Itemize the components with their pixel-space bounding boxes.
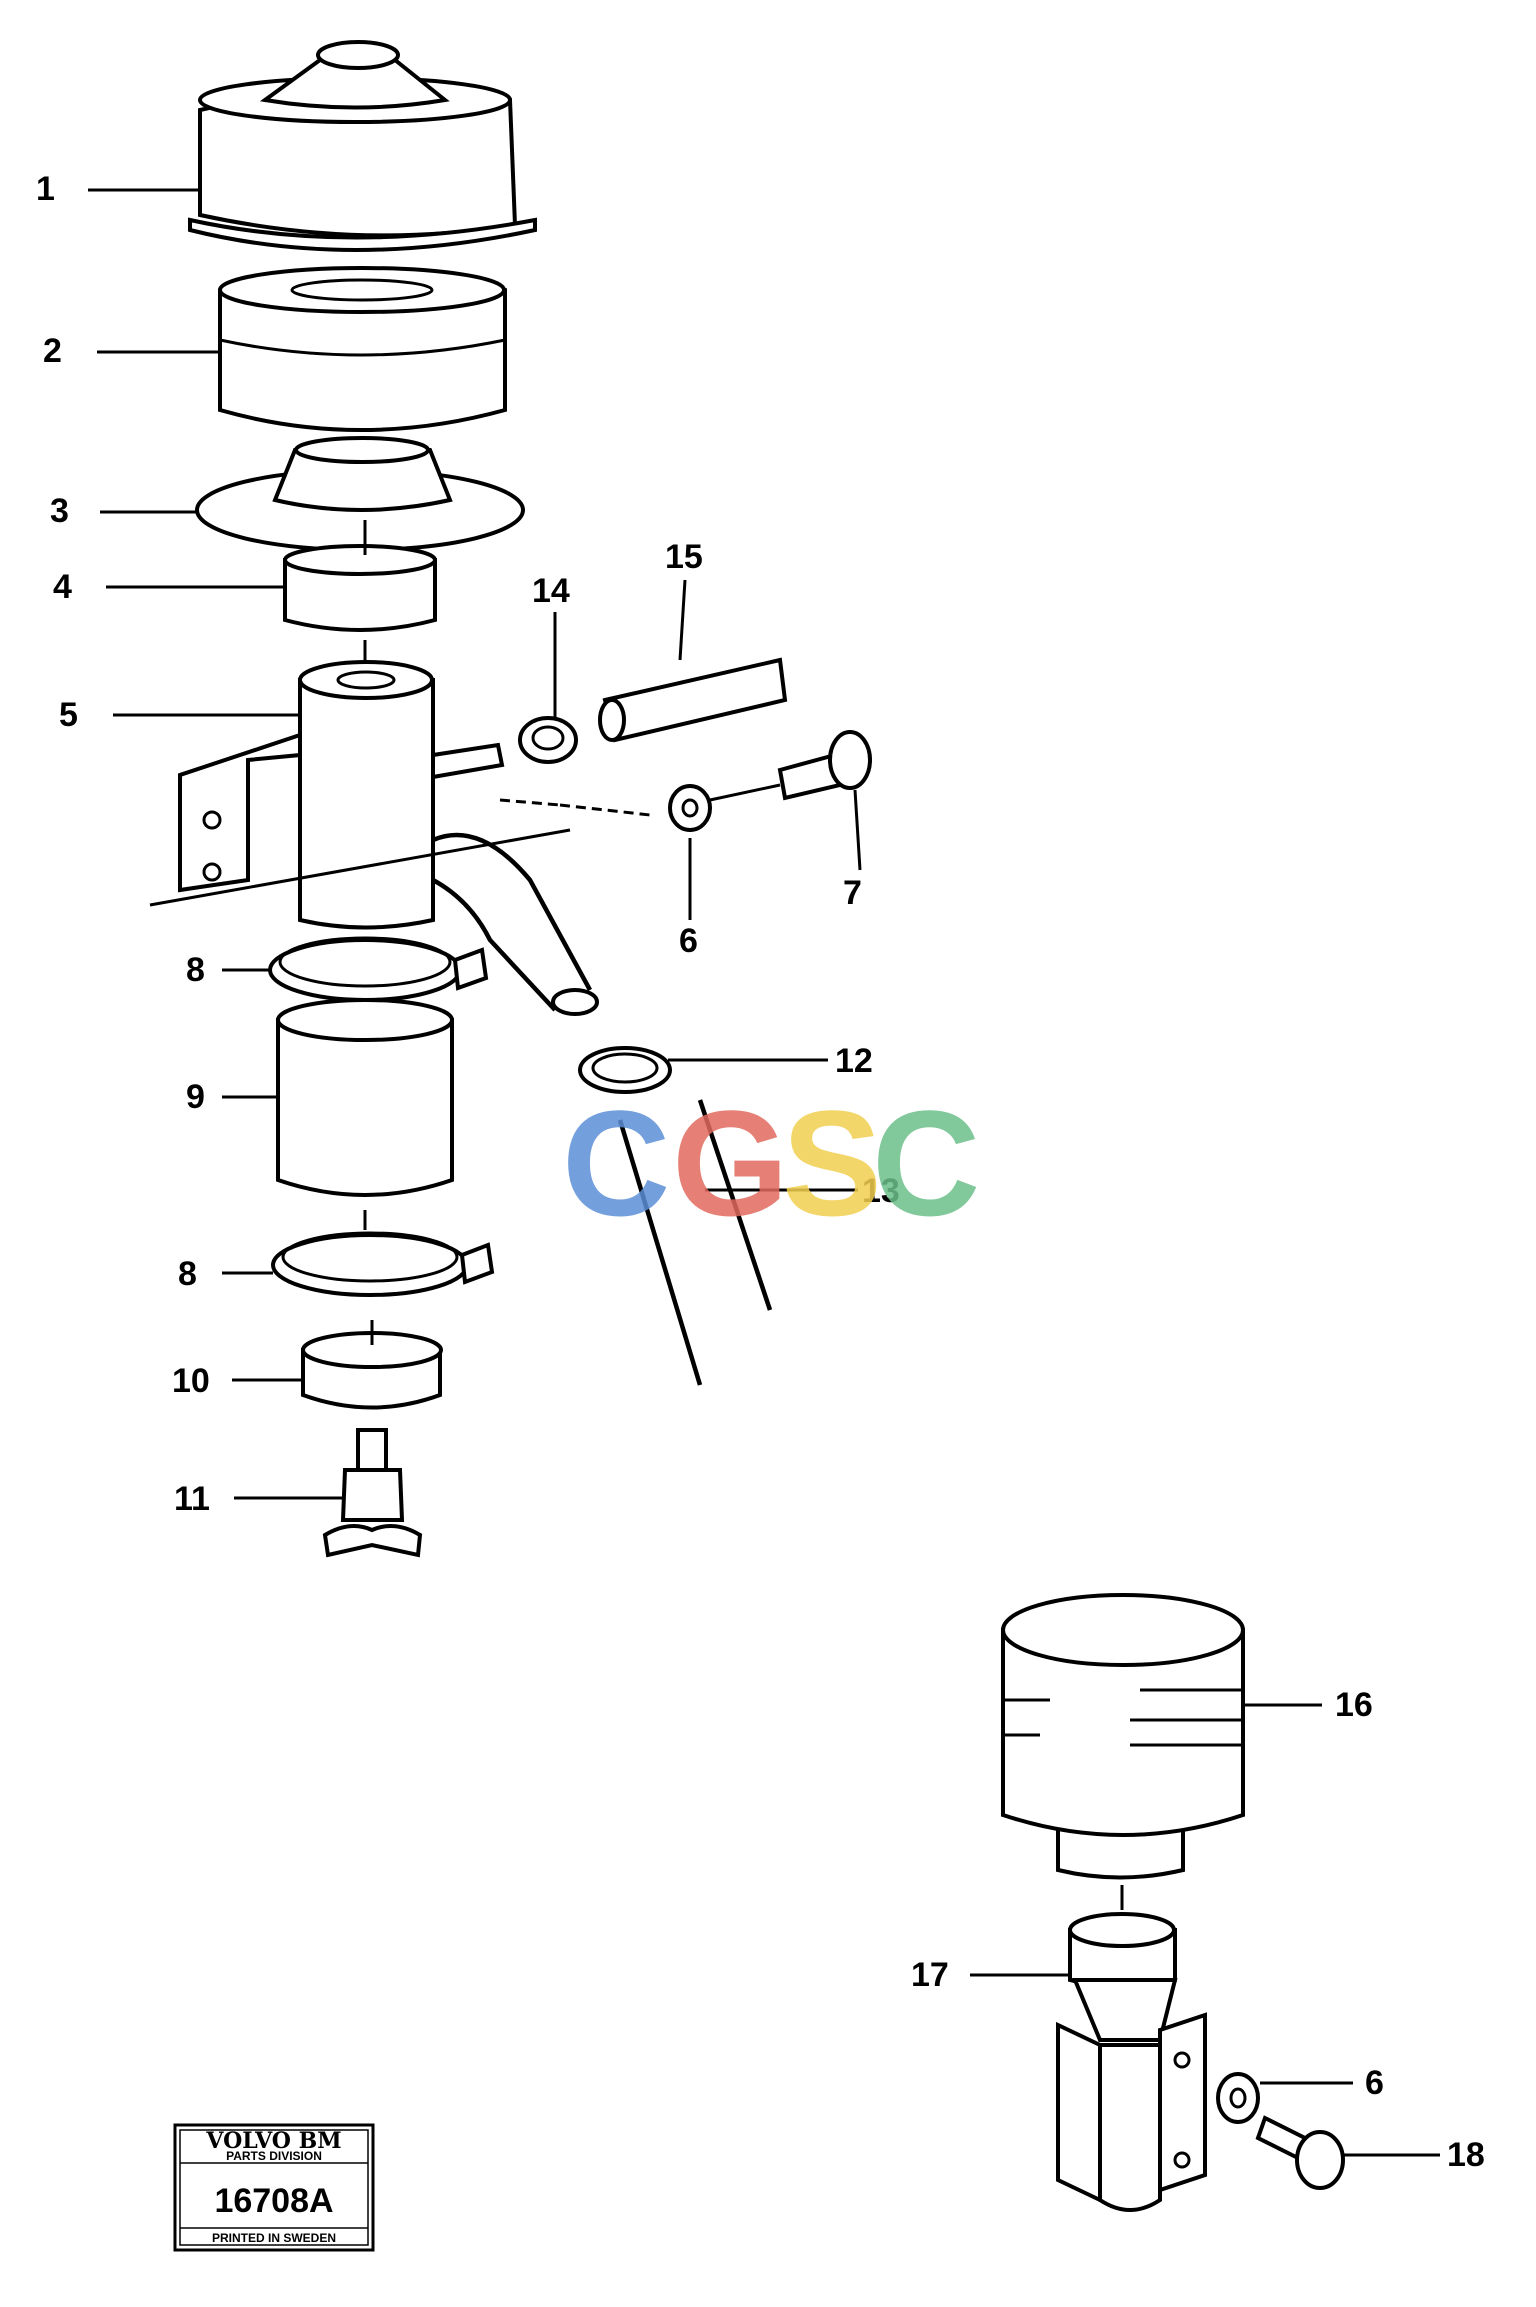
bolt-axis-line [709,783,781,802]
callout-6-upper: 6 [679,922,698,960]
callout-17: 17 [911,1956,949,1994]
part-3-cone-plate [195,436,525,552]
callout-15: 15 [665,538,703,576]
part-15-pipe [598,657,788,743]
callout-5: 5 [59,696,78,734]
watermark-letter-4: C [872,1079,980,1247]
part-13-hose [617,1099,773,1386]
callout-6-lower: 6 [1365,2064,1384,2102]
callout-8-upper: 8 [186,951,205,989]
callout-18: 18 [1447,2136,1485,2174]
part-8-clamp-upper [268,936,489,1002]
part-6-washer-lower [1216,2072,1260,2124]
callout-16: 16 [1335,1686,1373,1724]
part-4-ring [283,544,437,632]
watermark-logo: C G S C [562,1079,980,1247]
stamp-footer: PRINTED IN SWEDEN [212,2231,336,2245]
stamp-number: 16708A [214,2182,333,2220]
assembly-axis-lines [149,520,1124,1910]
callout-9: 9 [186,1078,205,1116]
callout-1: 1 [36,170,55,208]
stamp-brand: VOLVO BM [205,2128,341,2154]
callout-10: 10 [172,1362,210,1400]
volvo-bm-stamp: VOLVO BM PARTS DIVISION 16708A PRINTED I… [173,2123,375,2252]
part-7-bolt [777,730,872,801]
part-14-small-clamp [518,716,578,764]
leader-lines [88,188,1440,2157]
part-17-bracket-base [1056,1912,1207,2212]
watermark-letter-2: G [672,1079,789,1247]
part-18-bolt [1255,2115,1345,2190]
callout-8-lower: 8 [178,1255,197,1293]
part-10-bottom-cap [301,1331,443,1410]
callout-4: 4 [53,568,72,606]
part-12-hose-clamp [578,1046,672,1094]
part-16-canister [1001,1593,1245,1880]
callout-13: 13 [862,1172,900,1210]
callout-3: 3 [50,492,69,530]
callout-2: 2 [43,332,62,370]
dashed-fastener-line-2 [559,803,651,817]
part-11-drain-cock [322,1428,423,1558]
callout-7: 7 [843,874,862,912]
stamp-division: PARTS DIVISION [226,2149,322,2163]
part-8-clamp-lower [271,1231,495,1297]
part-6-washer-upper [668,784,712,832]
callout-14: 14 [532,572,570,610]
dashed-fastener-line [499,798,561,807]
part-5-housing [178,660,599,1016]
watermark-letter-1: C [562,1079,670,1247]
watermark-letter-3: S [782,1079,882,1247]
part-9-sleeve [276,998,454,1197]
part-1-filter-cover [188,40,537,252]
part-2-filter-element [218,266,507,432]
callout-11: 11 [174,1480,210,1518]
callout-12: 12 [835,1042,873,1080]
